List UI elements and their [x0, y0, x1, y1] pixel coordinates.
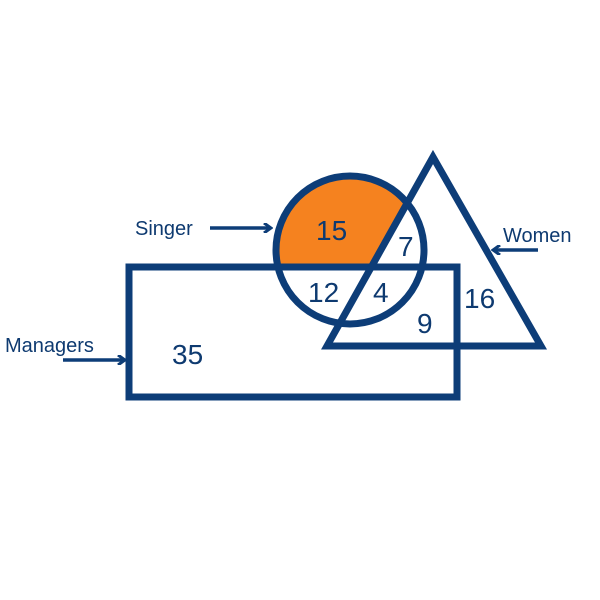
- managers-rectangle: [125, 263, 461, 401]
- region-women-managers: 9: [417, 308, 433, 339]
- region-all-three: 4: [373, 277, 389, 308]
- region-singer-women: 7: [398, 231, 414, 262]
- women-label: Women: [503, 225, 572, 247]
- singer-label: Singer: [135, 218, 193, 240]
- women-triangle: [321, 149, 548, 350]
- region-singer-only: 15: [316, 215, 347, 246]
- region-women-only: 16: [464, 283, 495, 314]
- managers-label: Managers: [5, 335, 94, 357]
- singer-circle: [272, 172, 428, 328]
- region-singer-managers: 12: [308, 277, 339, 308]
- region-managers-only: 35: [172, 339, 203, 370]
